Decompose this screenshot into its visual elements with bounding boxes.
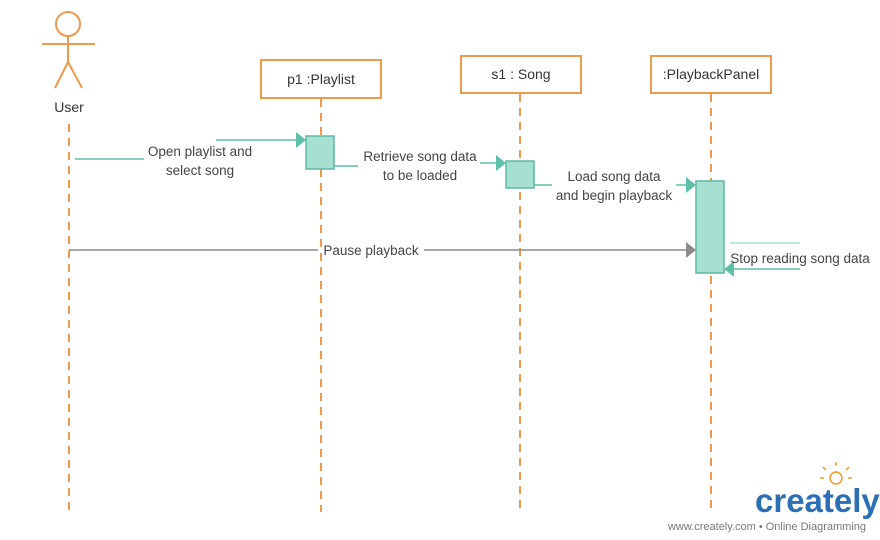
message-stop-reading: Stop reading song data [724,242,870,277]
participant-label: s1 : Song [491,66,550,82]
arrowhead-icon [724,261,734,277]
arrowhead-icon [296,132,306,148]
message-label-line1: Retrieve song data [363,149,477,164]
message-label-line2: and begin playback [556,188,673,203]
actor-head [55,11,81,37]
actor-label: User [54,99,84,115]
message-label-line2: to be loaded [383,168,457,183]
message-label-line1: Open playlist and [148,144,252,159]
message-label-line1: Load song data [567,169,661,184]
message-label: Stop reading song data [730,251,870,266]
participant-box [460,55,582,94]
actor-right-leg [67,61,83,89]
activation-song [505,160,535,189]
creately-logo: creately [755,482,880,519]
activation-panel [695,180,725,274]
message-load-song: Load song data and begin playback [534,169,696,203]
activation-playlist [305,135,335,170]
participant-box [260,59,382,99]
creately-watermark: creately www.creately.com • Online Diagr… [667,462,880,533]
message-label-line2: select song [166,163,234,178]
message-pause-playback: Pause playback [69,242,696,258]
creately-url: www.creately.com • Online Diagramming [667,521,866,533]
arrowhead-icon [686,242,696,258]
actor-user: User [42,11,95,115]
arrowhead-icon [496,155,506,171]
message-open-playlist: Open playlist and select song [75,132,306,178]
participant-playlist: p1 :Playlist [260,59,382,99]
actor-left-leg [54,61,69,89]
arrowhead-icon [686,177,696,193]
message-retrieve-song: Retrieve song data to be loaded [334,149,506,183]
participant-panel: :PlaybackPanel [650,55,772,94]
participant-box [650,55,772,94]
participant-song: s1 : Song [460,55,582,94]
participant-label: p1 :Playlist [287,71,355,87]
participant-label: :PlaybackPanel [663,66,760,82]
message-label: Pause playback [323,243,419,258]
lightbulb-icon [820,462,852,485]
